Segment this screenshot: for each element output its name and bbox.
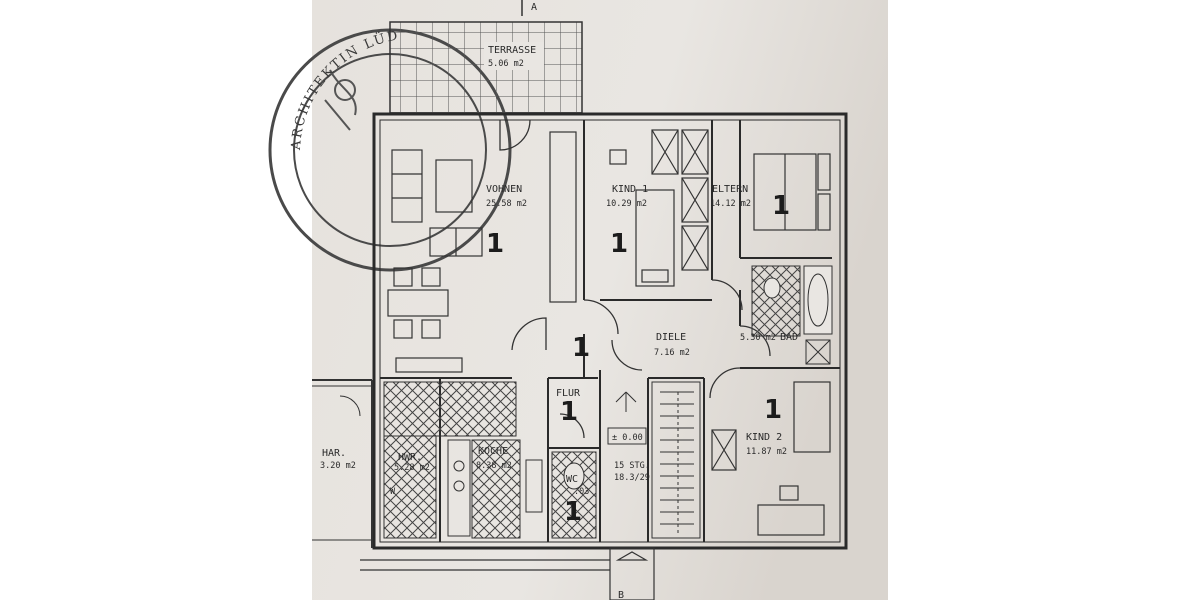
handwritten-mark-7: 1 xyxy=(764,395,782,425)
room-bad-name: BAD xyxy=(780,332,798,343)
stairs-label: 15 STG. xyxy=(614,461,650,471)
room-eltern-area: 14.12 m2 xyxy=(710,199,751,209)
handwritten-mark-4: 1 xyxy=(572,333,590,363)
w-marker: W xyxy=(390,487,396,497)
wardrobes xyxy=(549,129,737,471)
room-har-area: 3.20 m2 xyxy=(320,461,356,471)
handwritten-mark-1: 1 xyxy=(486,229,504,259)
handwritten-mark-6: 1 xyxy=(564,497,582,527)
room-diele-name: DIELE xyxy=(656,332,686,343)
living-furniture xyxy=(387,149,483,373)
room-bad-area: 5.30 m2 xyxy=(740,333,776,343)
handwritten-mark-5: 1 xyxy=(560,397,578,427)
interior-walls xyxy=(380,120,840,542)
room-wc-name: WC xyxy=(566,474,578,485)
beds xyxy=(609,149,831,536)
room-kind2-name: KIND 2 xyxy=(746,432,782,443)
room-terrasse-area: 5.06 m2 xyxy=(488,59,524,69)
room-diele-area: 7.16 m2 xyxy=(654,348,690,358)
room-wohnen-name: VOHNEN xyxy=(486,184,522,195)
south-marker: B xyxy=(618,590,624,600)
room-terrasse-name: TERRASSE xyxy=(488,45,536,56)
room-kueche-area: 8.38 m2 xyxy=(476,461,512,471)
room-eltern-name: ELTERN xyxy=(712,184,748,195)
room-kind2-area: 11.87 m2 xyxy=(746,447,787,457)
room-hwr-name: HWR. xyxy=(398,452,422,463)
room-flur-name: FLUR xyxy=(556,388,581,399)
room-hwr-area: 5.28 m2 xyxy=(394,463,430,473)
entrance xyxy=(360,547,655,600)
north-marker: A xyxy=(531,2,537,13)
room-kind1-name: KIND 1 xyxy=(612,184,648,195)
kitchen-floor xyxy=(383,381,597,539)
room-kueche-name: KOCHE xyxy=(478,446,508,457)
room-kind1-area: 10.29 m2 xyxy=(606,199,647,209)
room-wc-area: .03 xyxy=(574,487,589,497)
bath-fixtures xyxy=(751,265,833,365)
room-wohnen-area: 25.58 m2 xyxy=(486,199,527,209)
har-annex xyxy=(312,379,373,548)
stairs-level: ± 0.00 xyxy=(612,433,643,443)
staircase xyxy=(607,381,701,539)
handwritten-mark-3: 1 xyxy=(772,191,790,221)
room-har-name: HAR. xyxy=(322,448,346,459)
stairs-ratio: 18.3/29 xyxy=(614,473,650,483)
handwritten-mark-2: 1 xyxy=(610,229,628,259)
